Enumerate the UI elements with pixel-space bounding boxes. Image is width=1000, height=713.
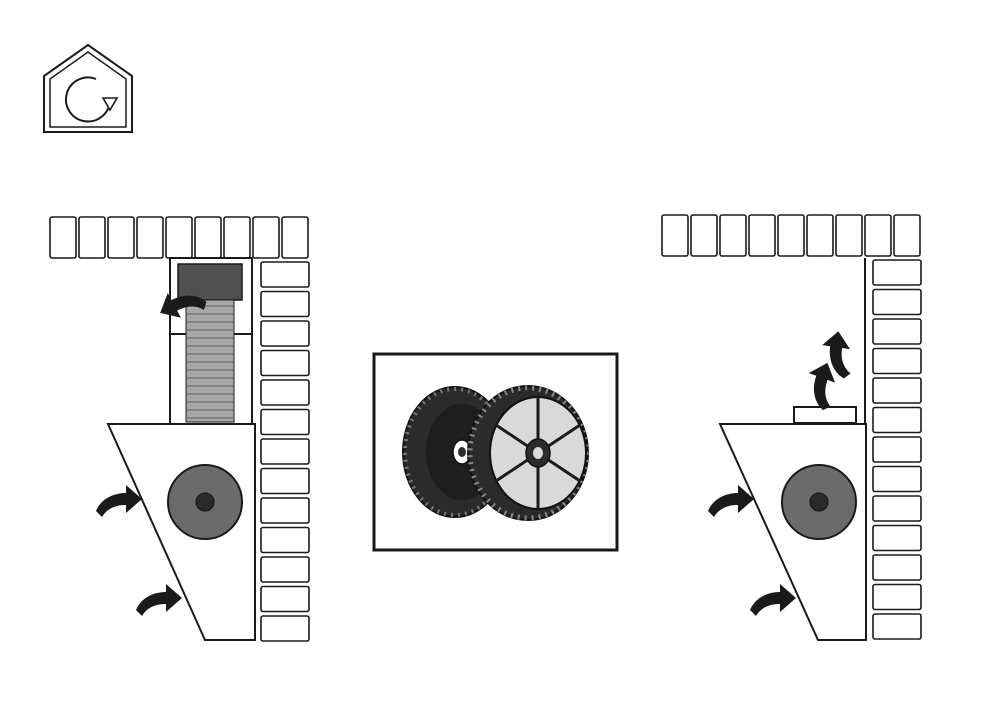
brick: [872, 318, 922, 345]
wall-bricks: [872, 259, 922, 640]
brick: [136, 216, 164, 259]
brick: [835, 214, 863, 257]
brick: [872, 613, 922, 640]
brick: [872, 554, 922, 581]
brick: [260, 556, 310, 583]
brick: [260, 615, 310, 642]
brick: [260, 349, 310, 377]
fan-hub: [195, 492, 215, 512]
brick: [281, 216, 309, 259]
brick: [49, 216, 77, 259]
airflow-in-arrow-upper: [708, 485, 754, 517]
brick: [260, 320, 310, 347]
brick: [78, 216, 106, 259]
brick: [260, 438, 310, 465]
airflow-in-arrow-lower: [136, 584, 182, 616]
recirculation-house-icon: [43, 43, 133, 133]
flexible-duct-hose: [185, 299, 235, 423]
recirculation-outlet: [793, 406, 857, 424]
brick: [260, 497, 310, 524]
brick: [872, 288, 922, 316]
airflow-in-arrow-upper: [96, 485, 142, 517]
hood-body: [718, 423, 867, 641]
brick: [872, 436, 922, 463]
brick: [893, 214, 921, 257]
recirculation-panel: [661, 214, 922, 641]
brick: [872, 377, 922, 404]
brick: [872, 524, 922, 552]
brick: [223, 216, 251, 259]
brick: [690, 214, 718, 257]
fan-hub: [809, 492, 829, 512]
brick: [748, 214, 776, 257]
brick: [260, 585, 310, 613]
brick: [260, 408, 310, 436]
brick: [872, 495, 922, 522]
charcoal-filter-panel: [372, 352, 619, 552]
brick: [107, 216, 135, 259]
brick: [806, 214, 834, 257]
brick: [872, 259, 922, 286]
brick: [872, 465, 922, 493]
charcoal-filter-front: [467, 385, 589, 521]
ducted-extraction-panel: [49, 216, 310, 642]
ceiling-bricks: [661, 214, 921, 257]
brick: [252, 216, 280, 259]
brick: [260, 290, 310, 318]
brick: [872, 347, 922, 375]
brick: [260, 526, 310, 554]
brick: [872, 583, 922, 611]
ceiling-bricks: [49, 216, 309, 259]
brick: [260, 261, 310, 288]
duct-outlet: [177, 263, 243, 301]
brick: [661, 214, 689, 257]
brick: [719, 214, 747, 257]
brick: [260, 379, 310, 406]
brick: [165, 216, 193, 259]
brick: [194, 216, 222, 259]
hood-body: [106, 423, 256, 641]
wall-bricks: [260, 261, 310, 642]
airflow-in-arrow-lower: [750, 584, 796, 616]
brick: [260, 467, 310, 495]
brick: [864, 214, 892, 257]
brick: [777, 214, 805, 257]
brick: [872, 406, 922, 434]
